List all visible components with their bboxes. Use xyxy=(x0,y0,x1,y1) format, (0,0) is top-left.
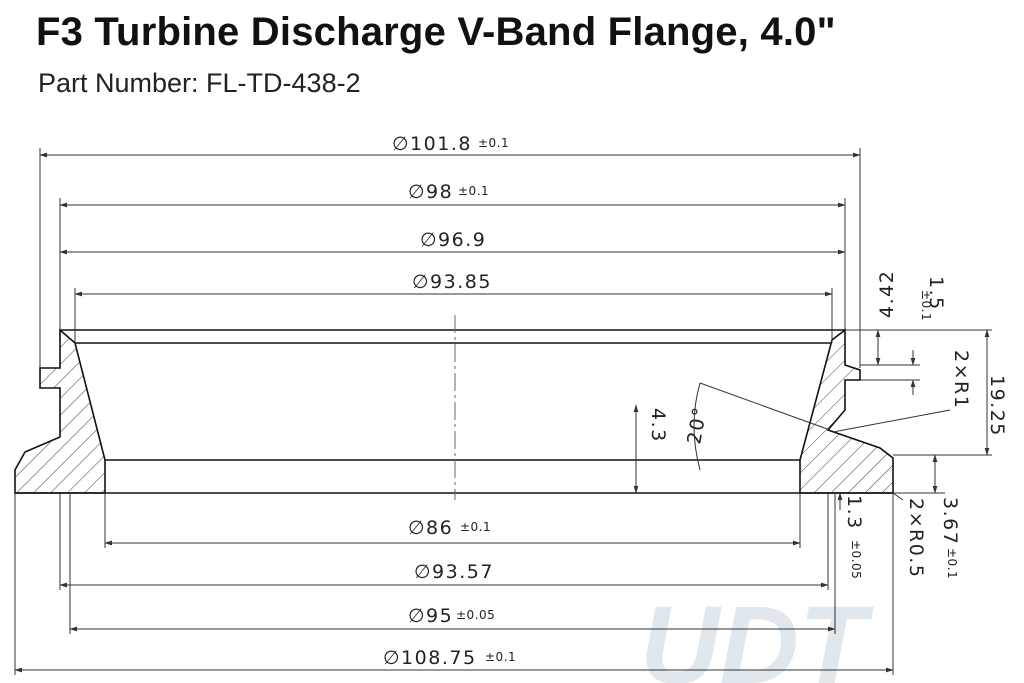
dim-v3-67-tol: ±0.1 xyxy=(945,548,959,579)
dim-v19-25: 19.25 xyxy=(986,375,1008,437)
dim-d98: ∅98 xyxy=(408,181,453,203)
dim-d95: ∅95 xyxy=(408,605,453,627)
dim-v1-3-tol: ±0.05 xyxy=(849,540,863,579)
watermark-logo: UDT xyxy=(640,584,874,683)
dim-d101-8-tol: ±0.1 xyxy=(478,136,509,150)
dim-d108-75: ∅108.75 xyxy=(383,647,477,669)
dim-r2x0-5: 2×R0.5 xyxy=(905,498,927,578)
dim-v1-5: 1.5 xyxy=(925,276,947,311)
dim-v1-3: 1.3 xyxy=(843,495,865,530)
dim-r2x1: 2×R1 xyxy=(950,350,972,409)
dim-d95-tol: ±0.05 xyxy=(456,608,495,622)
dim-d108-75-tol: ±0.1 xyxy=(485,650,516,664)
dim-d86-tol: ±0.1 xyxy=(460,520,491,534)
dim-d86: ∅86 xyxy=(408,517,453,539)
dim-d96-9: ∅96.9 xyxy=(420,229,486,251)
part-number: Part Number: FL-TD-438-2 xyxy=(38,68,361,98)
dim-v1-5-tol: ±0.1 xyxy=(919,290,933,321)
section-right-outline xyxy=(799,328,894,494)
dim-d93-57: ∅93.57 xyxy=(414,561,494,583)
dim-v3-67: 3.67 xyxy=(939,497,961,545)
dim-v4-3: 4.3 xyxy=(647,408,669,443)
dim-d98-tol: ±0.1 xyxy=(458,184,489,198)
dim-angle-20: 20° xyxy=(683,404,711,445)
page-title: F3 Turbine Discharge V-Band Flange, 4.0" xyxy=(36,10,836,54)
dim-d93-85: ∅93.85 xyxy=(412,271,492,293)
section-right xyxy=(800,330,893,493)
dim-d101-8: ∅101.8 xyxy=(392,133,472,155)
dim-v4-42: 4.42 xyxy=(876,270,898,318)
